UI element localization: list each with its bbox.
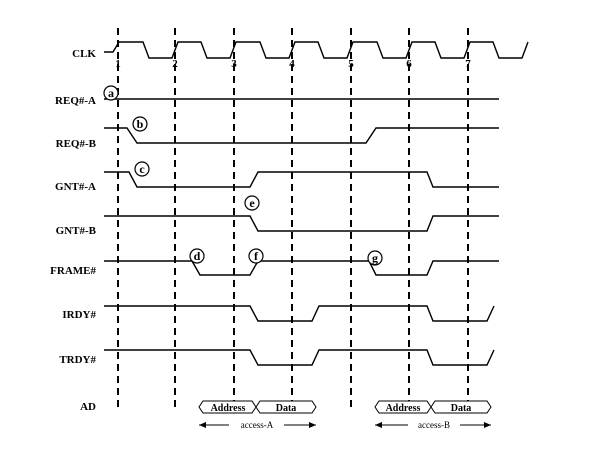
- clock-number-7: 7: [465, 58, 471, 70]
- clock-number-6: 6: [406, 58, 412, 70]
- bus-cycle-address-a-label: Address: [211, 403, 246, 414]
- marker-g: g: [367, 250, 383, 266]
- waveforms: [104, 41, 529, 366]
- signal-label-clk: CLK: [72, 48, 96, 60]
- marker-f: f: [248, 248, 264, 264]
- signal-label-gnt-b: GNT#-B: [56, 225, 97, 237]
- waveform-gnt-b: [104, 215, 499, 232]
- signal-label-req-b: REQ#-B: [56, 138, 97, 150]
- access-b-label: access-B: [418, 420, 450, 430]
- access-span-b: access-B: [375, 420, 491, 430]
- signal-label-gnt-a: GNT#-A: [55, 181, 96, 193]
- signal-label-trdy: TRDY#: [59, 354, 96, 366]
- clock-number-2: 2: [172, 58, 178, 70]
- marker-b-text: b: [137, 117, 144, 131]
- waveform-gnt-a: [104, 171, 499, 188]
- signal-label-frame: FRAME#: [50, 265, 96, 277]
- clock-edge-guides: [117, 28, 469, 412]
- waveform-irdy: [104, 305, 495, 322]
- marker-e: e: [244, 195, 260, 211]
- marker-a-text: a: [108, 86, 114, 100]
- signal-label-irdy: IRDY#: [62, 309, 96, 321]
- bus-cycle-address-a: Address: [198, 400, 257, 414]
- waveform-trdy: [104, 349, 495, 366]
- clock-number-3: 3: [231, 58, 237, 70]
- waveform-frame: [104, 260, 499, 276]
- marker-c: c: [134, 161, 150, 177]
- waveform-clk: [104, 41, 529, 59]
- signal-labels: CLK REQ#-A REQ#-B GNT#-A GNT#-B FRAME# I…: [50, 48, 96, 413]
- bus-cycle-address-b: Address: [374, 400, 432, 414]
- marker-e-text: e: [249, 196, 255, 210]
- signal-label-ad: AD: [80, 401, 96, 413]
- marker-c-text: c: [139, 162, 145, 176]
- access-span-a: access-A: [199, 420, 316, 430]
- clock-number-1: 1: [115, 58, 121, 70]
- signal-label-req-a: REQ#-A: [55, 95, 96, 107]
- ad-bus: Address Data Address Data: [198, 400, 492, 414]
- access-a-label: access-A: [241, 420, 274, 430]
- bus-cycle-data-a-label: Data: [276, 403, 297, 414]
- marker-d: d: [189, 248, 205, 264]
- marker-f-text: f: [254, 249, 259, 263]
- marker-d-text: d: [194, 249, 201, 263]
- access-spans: access-A access-B: [199, 420, 491, 430]
- clock-numbers: 1 2 3 4 5 6 7: [115, 58, 471, 70]
- bus-cycle-address-b-label: Address: [386, 403, 421, 414]
- marker-a: a: [103, 85, 119, 101]
- clock-number-4: 4: [289, 58, 295, 70]
- bus-cycle-data-a: Data: [255, 400, 317, 414]
- bus-cycle-data-b: Data: [430, 400, 492, 414]
- bus-cycle-data-b-label: Data: [451, 403, 472, 414]
- marker-b: b: [132, 116, 148, 132]
- event-markers: a b c d e f g: [103, 85, 383, 266]
- waveform-req-b: [104, 127, 499, 144]
- clock-number-5: 5: [348, 58, 354, 70]
- marker-g-text: g: [372, 251, 378, 265]
